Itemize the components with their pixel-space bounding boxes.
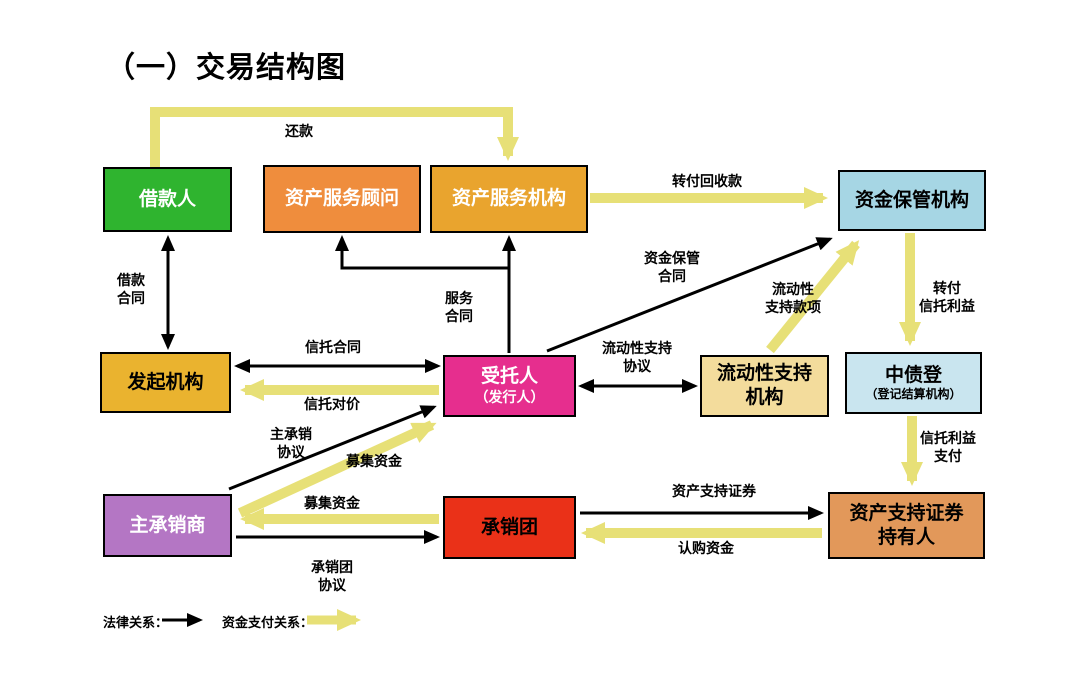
legend-legal-label: 法律关系：: [103, 615, 169, 630]
box-originator-label: 发起机构: [127, 371, 204, 393]
box-chinabond-label: 中债登: [884, 364, 942, 386]
box-chinabond-sublabel: （登记结算机构）: [865, 387, 962, 402]
box-asset-service-advisor-label: 资产服务顾问: [284, 188, 399, 210]
label-raised-funds-to-trustee: 募集资金: [346, 452, 402, 469]
label-service-contract: 服务 合同: [445, 289, 473, 324]
label-transfer-collections: 转付回收款: [672, 172, 742, 189]
box-trustee-sublabel: （发行人）: [474, 389, 545, 406]
box-trustee-issuer: 受托人 （发行人）: [443, 355, 576, 417]
label-liquidity-support-funds: 流动性 支持款项: [765, 280, 821, 315]
box-liquidity-support-agency: 流动性支持 机构: [700, 355, 829, 417]
arrow-lead-underwriting-agreement: [228, 405, 437, 491]
label-loan-contract: 借款 合同: [117, 271, 145, 306]
box-lead-underwriter: 主承销商: [103, 494, 232, 557]
box-asset-service-advisor: 资产服务顾问: [263, 165, 421, 233]
label-repayment: 还款: [285, 122, 313, 139]
legend-payment-label: 资金支付关系：: [222, 615, 314, 630]
legal-arrows: [161, 235, 833, 627]
box-originator: 发起机构: [100, 352, 231, 413]
page-title: （一）交易结构图: [106, 52, 347, 84]
payment-arrows: [150, 107, 923, 631]
label-abs-securities: 资产支持证券: [672, 482, 756, 499]
arrow-service-contract-advisor: [335, 235, 511, 353]
label-lead-underwriting-agreement: 主承销 协议: [270, 425, 312, 460]
label-subscription-funds: 认购资金: [678, 539, 734, 556]
box-trustee-label: 受托人: [480, 366, 538, 388]
box-lead-underwriter-label: 主承销商: [129, 514, 206, 536]
label-trust-consideration: 信托对价: [304, 395, 360, 412]
label-trust-benefit-payment: 信托利益 支付: [920, 429, 976, 464]
box-underwriting-syndicate-label: 承销团: [480, 516, 538, 538]
arrow-raised-funds-to-trustee: [237, 420, 437, 518]
label-raised-funds-to-lead: 募集资金: [304, 494, 360, 511]
arrow-custody-contract: [546, 237, 833, 353]
arrow-liquidity-support-funds: [766, 240, 860, 354]
box-fund-custodian-label: 资金保管机构: [854, 189, 969, 211]
box-abs-holders: 资产支持证券 持有人: [828, 492, 985, 559]
box-abs-holders-label: 资产支持证券 持有人: [849, 502, 964, 548]
box-liquidity-support-agency-label: 流动性支持 机构: [716, 363, 812, 408]
label-custody-contract: 资金保管 合同: [644, 249, 700, 284]
box-asset-service-agency: 资产服务机构: [430, 165, 588, 233]
label-liquidity-support-agreement: 流动性支持 协议: [602, 339, 672, 374]
label-trust-contract: 信托合同: [305, 338, 361, 355]
box-borrower: 借款人: [103, 167, 232, 232]
box-fund-custodian: 资金保管机构: [838, 170, 986, 231]
label-transfer-trust-benefit: 转付 信托利益: [919, 279, 975, 314]
label-syndicate-agreement: 承销团 协议: [311, 558, 353, 593]
arrow-repayment: [150, 107, 519, 167]
box-underwriting-syndicate: 承销团: [443, 496, 576, 559]
box-chinabond-registry: 中债登 （登记结算机构）: [845, 352, 982, 414]
box-asset-service-agency-label: 资产服务机构: [451, 188, 566, 210]
box-borrower-label: 借款人: [138, 188, 196, 210]
